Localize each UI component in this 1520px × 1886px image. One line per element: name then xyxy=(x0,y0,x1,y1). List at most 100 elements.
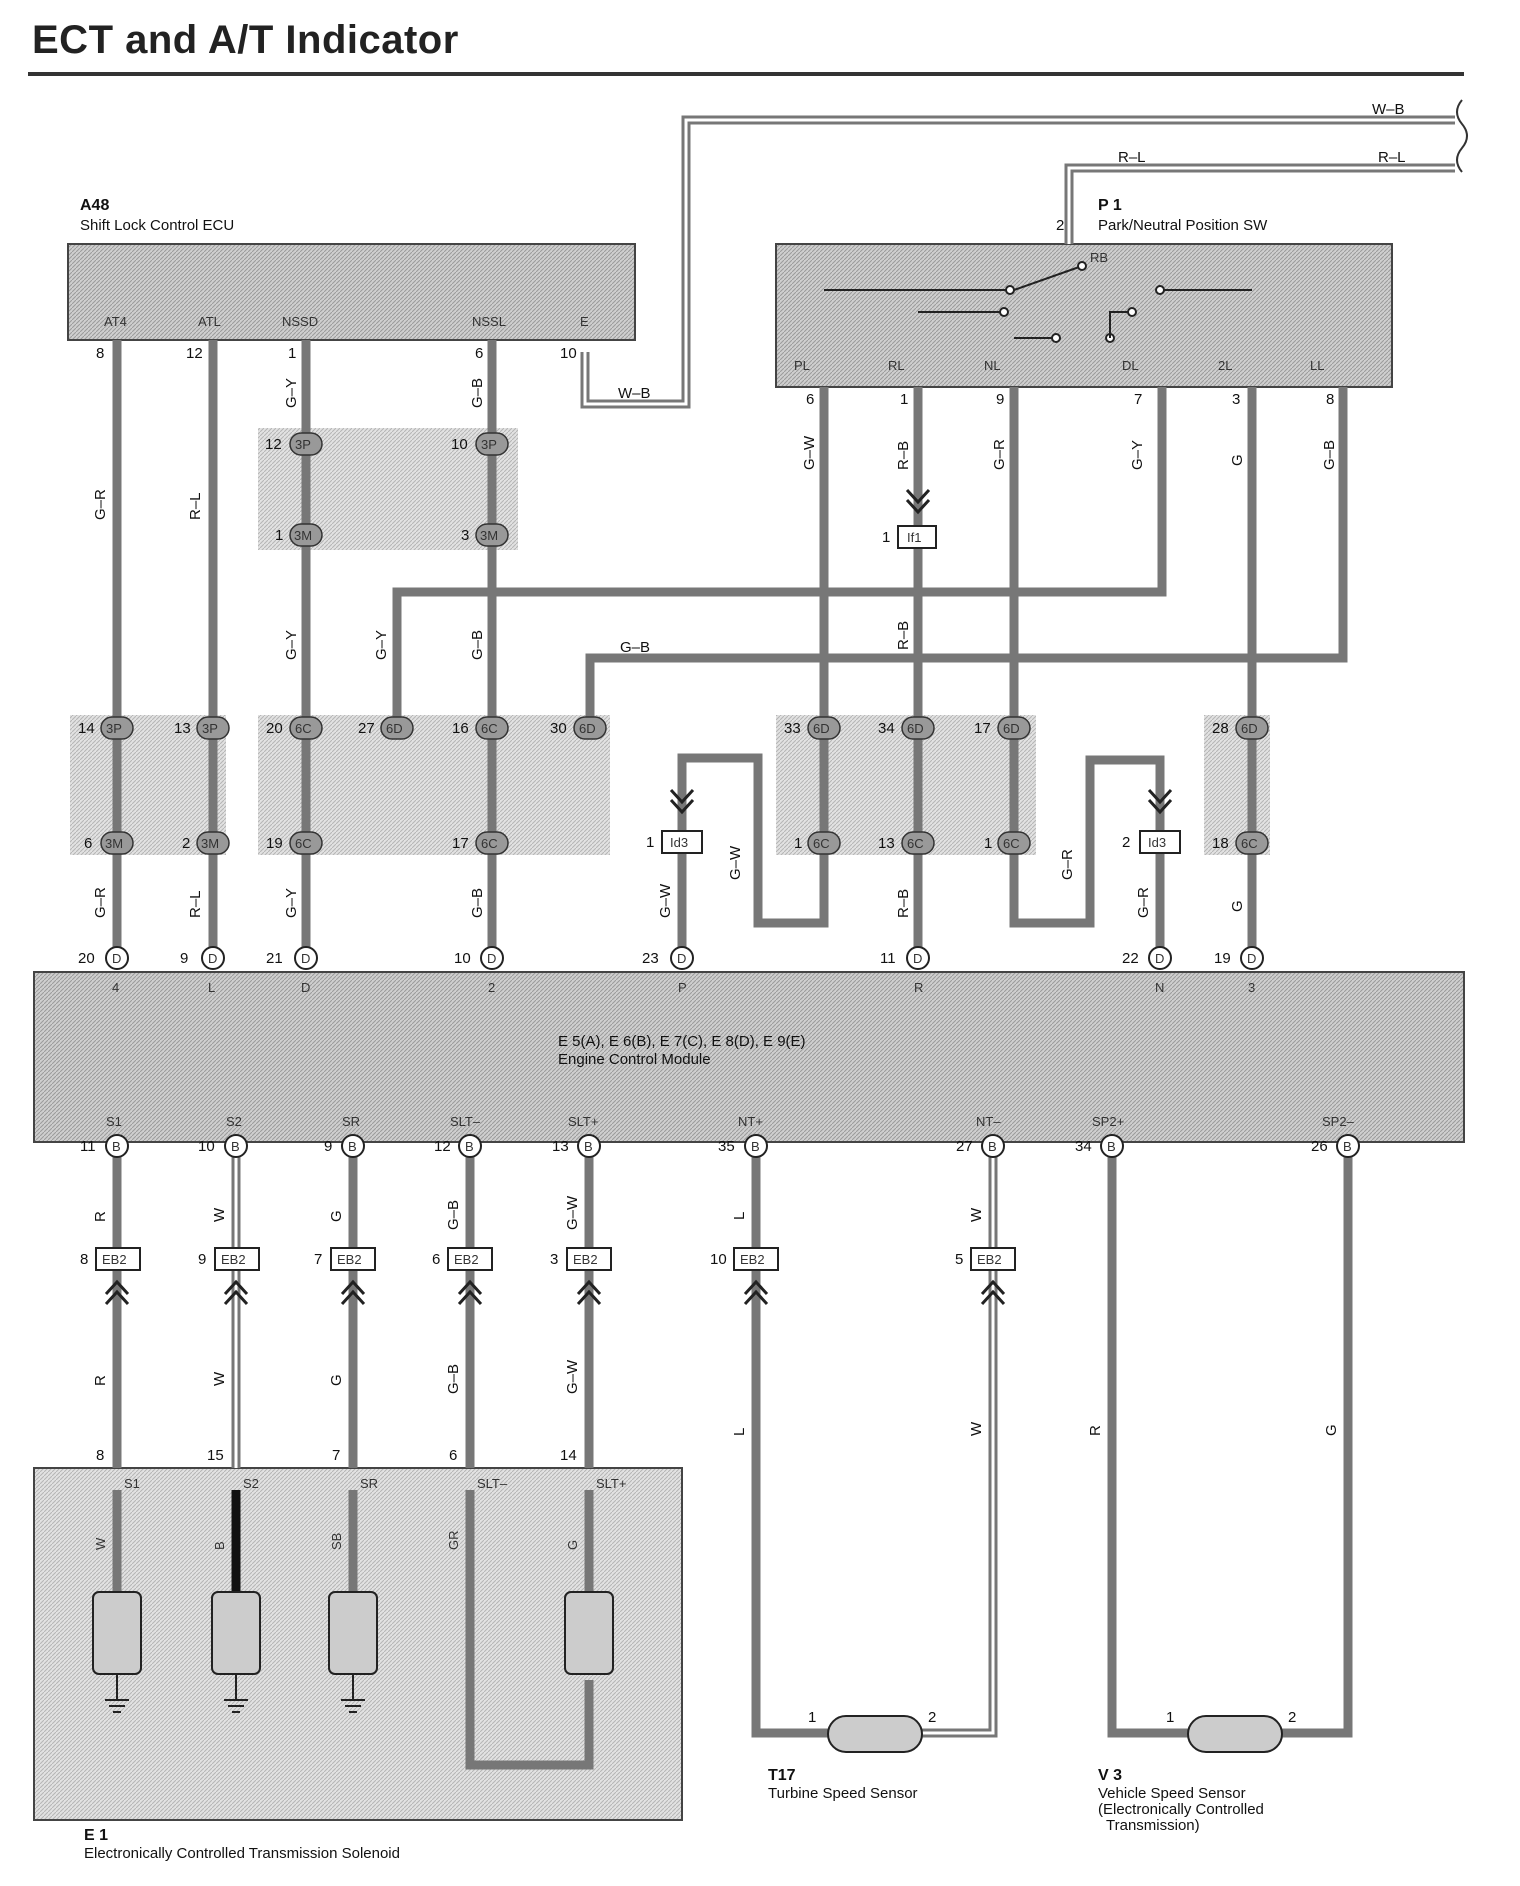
a48-sig-e: E xyxy=(580,314,589,329)
p1-pin-3: 3 xyxy=(1232,391,1240,408)
junction-pin: 14 xyxy=(78,720,95,737)
junction-pin: 13 xyxy=(878,835,895,852)
v3-name-line2: (Electronically Controlled xyxy=(1098,1801,1264,1818)
ecm-conn: B xyxy=(1343,1139,1352,1154)
ecm-pin: 9 xyxy=(324,1138,332,1155)
wire-label: R–L xyxy=(187,890,204,918)
a48-sig-nssl: NSSL xyxy=(472,314,506,329)
ecm-sig: NT– xyxy=(976,1114,1001,1129)
e1-inner: G xyxy=(565,1540,580,1550)
t17-id: T17 xyxy=(768,1767,796,1784)
wire-label: L xyxy=(731,1428,748,1436)
wire-label: G–B xyxy=(469,378,486,408)
junction-pin: 3 xyxy=(461,527,469,544)
junction-label: 6D xyxy=(386,721,403,736)
ecm-pin: 9 xyxy=(180,950,188,967)
junction-pin: 30 xyxy=(550,720,567,737)
junction-label: 3P xyxy=(202,721,218,736)
e1-pin: 6 xyxy=(449,1447,457,1464)
ecm-pin: 21 xyxy=(266,950,283,967)
wire-label: R–L xyxy=(187,492,204,520)
e1-inner: W xyxy=(93,1537,108,1550)
ecm-sig: S1 xyxy=(106,1114,122,1129)
wire-label: G–B xyxy=(1321,440,1338,470)
wire-label: G–B xyxy=(469,630,486,660)
junction-label: 6C xyxy=(1241,836,1258,851)
eb2-label: EB2 xyxy=(454,1252,479,1267)
ecm-pin: 23 xyxy=(642,950,659,967)
junction-pin: 34 xyxy=(878,720,895,737)
junction-label: 3M xyxy=(480,528,498,543)
junction-row2: 3M 3M 6C 6C 6C 6C 6C 6C 6 2 19 17 1 13 1… xyxy=(84,831,1269,855)
page-title: ECT and A/T Indicator xyxy=(32,18,459,62)
ecm-sig: R xyxy=(914,980,923,995)
v3-pin-1: 1 xyxy=(1166,1709,1174,1726)
junction-label: 3P xyxy=(481,437,497,452)
junction-pin: 20 xyxy=(266,720,283,737)
wire-label: G–Y xyxy=(283,378,300,408)
ecm-conn: B xyxy=(465,1139,474,1154)
t17-name: Turbine Speed Sensor xyxy=(768,1785,918,1802)
ecm-pin: 10 xyxy=(454,950,471,967)
wire-label: R–B xyxy=(895,889,912,918)
e1-name: Electronically Controlled Transmission S… xyxy=(84,1845,400,1862)
junction-pin: 1 xyxy=(794,835,802,852)
supply-wb-label: W–B xyxy=(1372,101,1405,118)
p1-pin-7: 7 xyxy=(1134,391,1142,408)
junction-label: 6D xyxy=(907,721,924,736)
junction-label: 6D xyxy=(1241,721,1258,736)
a48-body xyxy=(67,243,636,341)
junction-pin: 6 xyxy=(84,835,92,852)
wire-label: G–R xyxy=(92,489,109,520)
a48-pin-6: 6 xyxy=(475,345,483,362)
v3-pin-2: 2 xyxy=(1288,1709,1296,1726)
junction-pin: 33 xyxy=(784,720,801,737)
v3-sensor: 1 2 xyxy=(1166,1709,1296,1753)
supply-rl-label-1: R–L xyxy=(1118,149,1146,166)
ecm-pin: 10 xyxy=(198,1138,215,1155)
p1-pin-1: 1 xyxy=(900,391,908,408)
t17-pin-1: 1 xyxy=(808,1709,816,1726)
eb2-pin: 9 xyxy=(198,1251,206,1268)
wire-label: R xyxy=(92,1211,109,1222)
junction-pin: 12 xyxy=(265,436,282,453)
wire-label: G–R xyxy=(1059,849,1076,880)
ecm-conn: B xyxy=(584,1139,593,1154)
e1-inner: SB xyxy=(329,1533,344,1550)
eb2-label: EB2 xyxy=(740,1252,765,1267)
junction-block-b xyxy=(258,715,610,855)
junction-label: 6C xyxy=(481,836,498,851)
eb2-pin: 8 xyxy=(80,1251,88,1268)
p1-pin-9: 9 xyxy=(996,391,1004,408)
ecm-conn: B xyxy=(231,1139,240,1154)
ecm-sig: L xyxy=(208,980,215,995)
ecm-pin: 11 xyxy=(80,1138,96,1155)
junction-row1: 3P 3P 6C 6D 6C 6D 6D 6D 6D 6D 14 13 20 2… xyxy=(78,716,1269,740)
junction-pin: 16 xyxy=(452,720,469,737)
junction-pin: 13 xyxy=(174,720,191,737)
junction-label: 6C xyxy=(481,721,498,736)
ecm-conn: B xyxy=(112,1139,121,1154)
ecm-sig: 3 xyxy=(1248,980,1255,995)
ecm-body xyxy=(33,971,1465,1143)
a48-sig-nssd: NSSD xyxy=(282,314,318,329)
p1-name: Park/Neutral Position SW xyxy=(1098,217,1268,234)
ecm-sig: SR xyxy=(342,1114,360,1129)
e1-pin: 14 xyxy=(560,1447,577,1464)
e1-sig: SR xyxy=(360,1476,378,1491)
junction-top: 3P 3P 3M 3M 12 10 1 3 xyxy=(265,432,509,547)
ecm-sig: SP2– xyxy=(1322,1114,1355,1129)
eb2-pin: 5 xyxy=(955,1251,963,1268)
ecm-conn: D xyxy=(1247,951,1256,966)
wire-label: G–B xyxy=(469,888,486,918)
junction-pin: 19 xyxy=(266,835,283,852)
junction-label: 3M xyxy=(105,836,123,851)
e1-inner: B xyxy=(212,1541,227,1550)
wire-label: W xyxy=(211,1371,228,1386)
a48-pin-8: 8 xyxy=(96,345,104,362)
ecm-top-terminals: D D D D D D D D 20 9 21 10 23 11 22 19 4… xyxy=(78,946,1264,995)
a48-pin-1: 1 xyxy=(288,345,296,362)
junction-label: 3P xyxy=(106,721,122,736)
junction-label: 6C xyxy=(813,836,830,851)
p1-pin-6: 6 xyxy=(806,391,814,408)
